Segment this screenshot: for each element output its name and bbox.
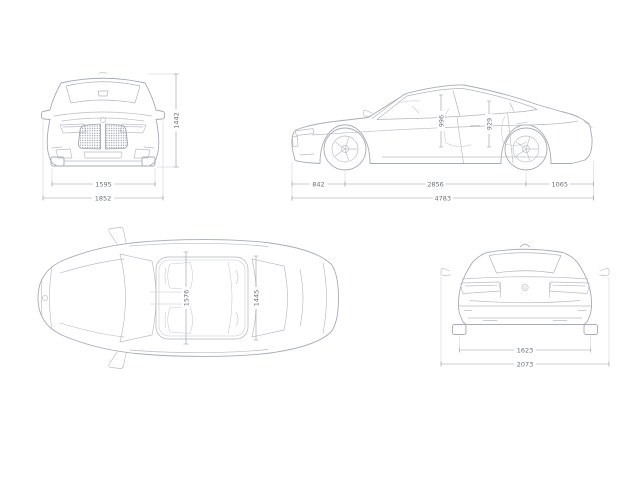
side-body-outline xyxy=(291,84,593,164)
spokes xyxy=(334,137,358,161)
dim-extension-lines xyxy=(440,277,610,367)
dim-label-bg xyxy=(92,180,115,188)
dim-overall-height: 1442 xyxy=(148,73,181,168)
dim-label-bg xyxy=(432,194,453,202)
dim-label-length: 4783 xyxy=(434,194,451,202)
dim-headroom-rear: 929 xyxy=(485,100,493,148)
top-view: 1576 1445 xyxy=(37,227,339,369)
dim-label-bg xyxy=(252,287,260,309)
dim-label-track: 1595 xyxy=(95,180,112,188)
top-roof-glass xyxy=(155,256,249,340)
front-left-tire xyxy=(50,156,65,167)
dim-overall-length: 4783 xyxy=(291,194,594,202)
rear-wheels xyxy=(452,324,598,335)
dim-label-wheelbase: 2856 xyxy=(427,180,444,188)
kidney-grille xyxy=(78,123,128,150)
dim-label-front-overhang: 842 xyxy=(312,180,324,188)
rear-body-outline xyxy=(457,243,593,325)
spokes xyxy=(515,137,539,161)
dim-label-headroom-rear: 929 xyxy=(485,118,493,130)
front-roundel-icon xyxy=(100,117,106,123)
rim xyxy=(331,135,359,163)
side-rear-wheel xyxy=(504,127,548,171)
top-roundel-icon xyxy=(42,295,48,301)
dim-label-bg xyxy=(309,180,328,188)
front-wheels xyxy=(50,156,156,167)
dim-label-bg xyxy=(437,111,445,131)
dim-interior-width-front: 1576 xyxy=(182,251,190,345)
rear-left-tire xyxy=(452,324,467,335)
top-sunroof-inner xyxy=(158,259,246,337)
dim-label-interior-front: 1576 xyxy=(182,290,190,307)
top-body-outline xyxy=(37,239,339,357)
dim-extension-lines xyxy=(42,121,164,201)
tire xyxy=(323,127,367,171)
front-view: 1442 1595 1852 xyxy=(41,71,181,202)
dim-label-rear-overhang: 1065 xyxy=(551,180,568,188)
dim-extension-lines xyxy=(291,161,594,201)
side-front-wheel xyxy=(323,127,367,171)
dim-label-bg xyxy=(549,180,570,188)
dim-label-width: 1852 xyxy=(95,194,112,202)
rear-body-details xyxy=(440,267,610,321)
dim-label-bg xyxy=(182,287,190,309)
front-body-outline xyxy=(41,77,165,167)
dim-interior-width-rear: 1445 xyxy=(252,255,260,341)
dim-label-height: 1442 xyxy=(173,112,181,129)
dim-headroom-front: 996 xyxy=(437,94,445,148)
side-glasshouse xyxy=(371,88,538,120)
dim-rear-track: 1623 xyxy=(458,335,592,354)
front-windshield xyxy=(65,81,141,104)
dim-front-track: 1595 xyxy=(51,168,156,188)
rim xyxy=(512,135,540,163)
dim-label-bg xyxy=(514,360,536,368)
dim-label-bg xyxy=(514,346,536,354)
dim-label-bg xyxy=(425,180,446,188)
dim-label-bg xyxy=(172,109,180,132)
tire xyxy=(504,127,548,171)
dim-label-mirror-width: 2073 xyxy=(517,360,534,368)
top-seats xyxy=(150,261,239,335)
dim-label-interior-rear: 1445 xyxy=(252,290,260,307)
rear-roundel-icon xyxy=(521,283,529,292)
dim-label-bg xyxy=(92,194,114,202)
rear-right-tire xyxy=(583,324,598,335)
rear-window xyxy=(488,252,562,274)
dim-overall-width: 1852 xyxy=(42,121,164,202)
front-right-tire xyxy=(141,156,156,167)
side-view: 996 929 842 2856 1065 4783 xyxy=(291,84,594,202)
rear-view: 1623 2073 xyxy=(440,243,610,368)
dim-width-with-mirrors: 2073 xyxy=(440,277,610,368)
rear-roundel-inner xyxy=(523,285,527,290)
dim-label-headroom-front: 996 xyxy=(437,115,445,127)
dim-label-bg xyxy=(485,114,493,134)
dim-label-rear-track: 1623 xyxy=(517,346,534,354)
dim-row-overhangs: 842 2856 1065 xyxy=(291,161,594,201)
